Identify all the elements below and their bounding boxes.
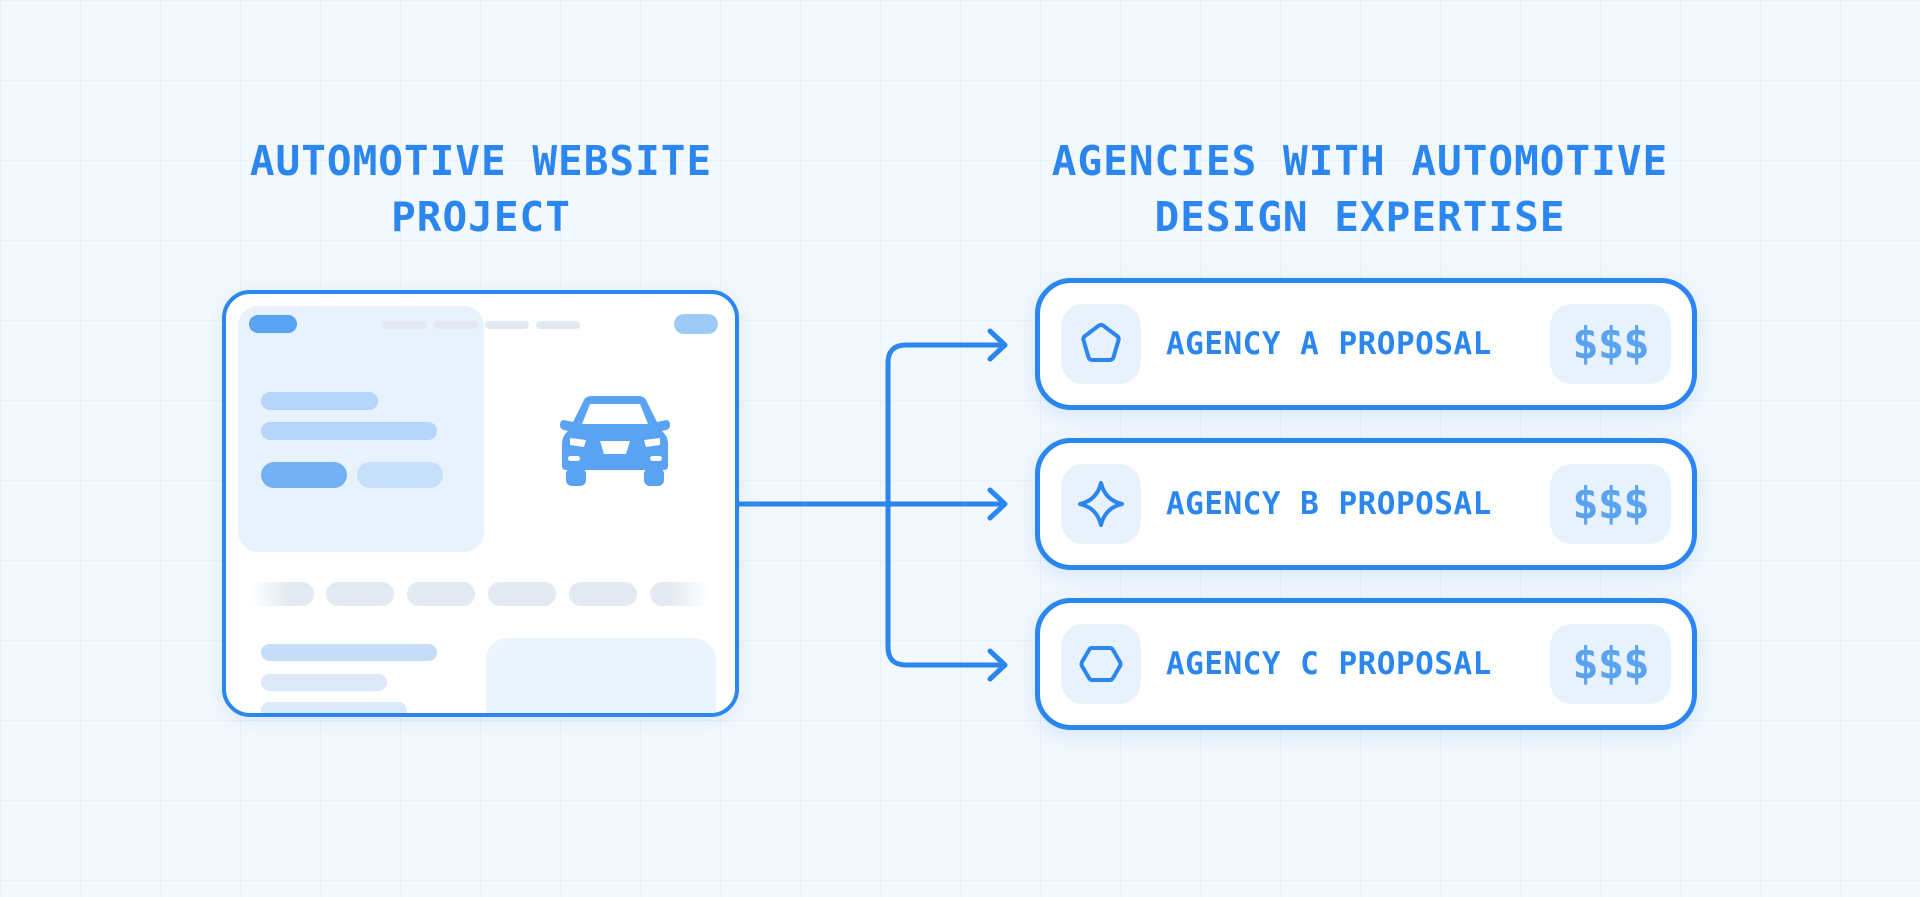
nav-item-placeholder <box>434 321 478 329</box>
price-badge: $$$ <box>1550 304 1671 384</box>
nav-item-placeholder <box>485 321 529 329</box>
category-chip-placeholder <box>650 582 710 606</box>
category-chip-placeholder <box>407 582 475 606</box>
price-badge: $$$ <box>1550 464 1671 544</box>
card-icon-tile <box>1061 624 1141 704</box>
proposal-label: AGENCY C PROPOSAL <box>1166 646 1492 682</box>
hero-title-placeholder <box>261 392 378 410</box>
proposal-label: AGENCY B PROPOSAL <box>1166 486 1492 522</box>
content-card-placeholder <box>486 638 716 713</box>
price-badge: $$$ <box>1550 624 1671 704</box>
arrowhead-b <box>987 487 1008 521</box>
category-chip-placeholder <box>250 582 314 606</box>
arrowhead-a <box>987 328 1008 362</box>
content-line-placeholder <box>261 702 407 713</box>
project-heading: AUTOMOTIVE WEBSITE PROJECT <box>249 137 713 241</box>
arrowhead-c <box>987 648 1008 682</box>
sparkle-icon <box>1078 481 1124 527</box>
nav-item-placeholder <box>382 321 427 329</box>
hero-subtitle-placeholder <box>261 422 437 440</box>
branch-line-c <box>885 501 1006 668</box>
car-icon <box>560 396 670 486</box>
hexagon-icon <box>1079 646 1123 682</box>
hero-secondary-button-placeholder <box>357 462 443 488</box>
hero-primary-button-placeholder <box>261 462 347 488</box>
card-icon-tile <box>1061 304 1141 384</box>
content-line-placeholder <box>261 674 387 691</box>
category-chip-placeholder <box>569 582 637 606</box>
proposal-card-c[interactable]: AGENCY C PROPOSAL $$$ <box>1035 598 1697 730</box>
content-title-placeholder <box>261 644 437 661</box>
agencies-heading: AGENCIES WITH AUTOMOTIVE DESIGN EXPERTIS… <box>1051 137 1669 241</box>
header-button-placeholder <box>674 314 718 334</box>
logo-placeholder <box>249 315 297 333</box>
card-icon-tile <box>1061 464 1141 544</box>
branch-line-a <box>885 342 1006 507</box>
nav-item-placeholder <box>536 321 580 329</box>
website-mockup <box>222 290 739 717</box>
pentagon-icon <box>1081 322 1121 362</box>
category-chip-placeholder <box>488 582 556 606</box>
category-chip-placeholder <box>326 582 394 606</box>
proposal-card-b[interactable]: AGENCY B PROPOSAL $$$ <box>1035 438 1697 570</box>
proposal-card-a[interactable]: AGENCY A PROPOSAL $$$ <box>1035 278 1697 410</box>
proposal-label: AGENCY A PROPOSAL <box>1166 326 1492 362</box>
